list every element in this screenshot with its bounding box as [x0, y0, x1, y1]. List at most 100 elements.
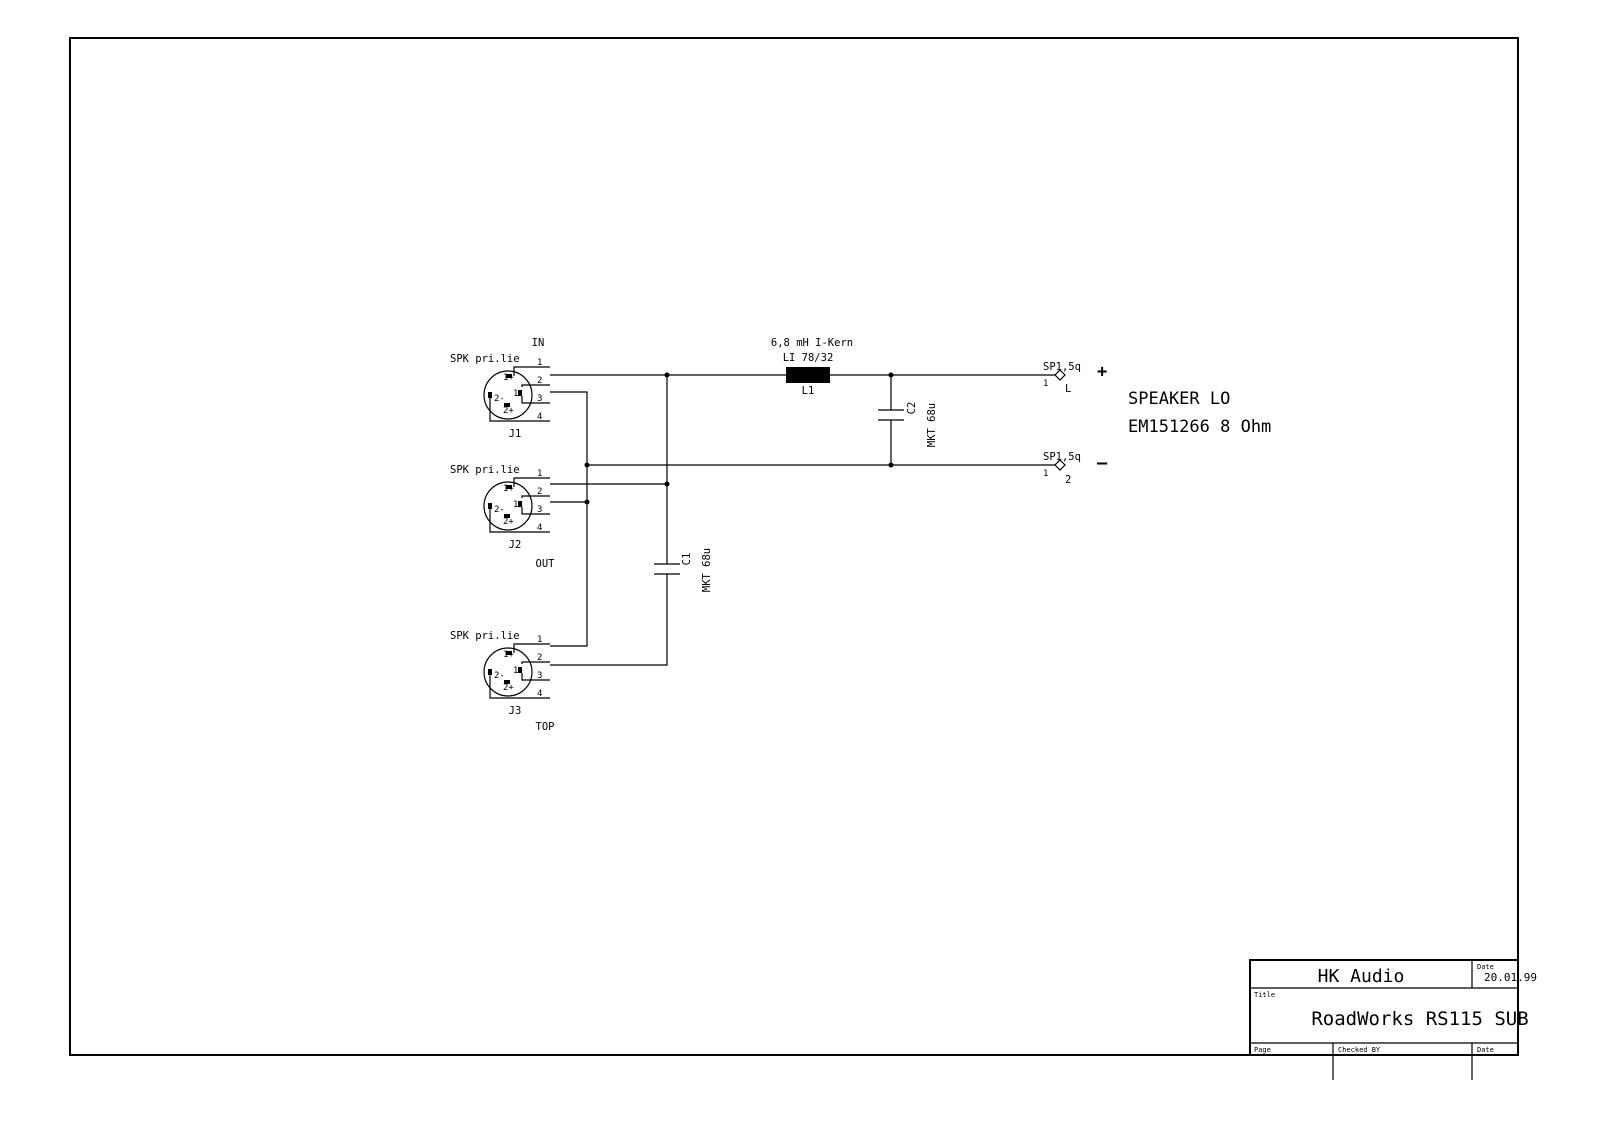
capacitor-c1-ref: C1	[681, 553, 693, 566]
connector-j3-type: SPK pri.lie	[450, 630, 520, 642]
wire-negative-bus	[550, 391, 588, 647]
connector-j2-inner-2m: 2-	[494, 505, 505, 515]
title-block-page-label: Page	[1254, 1046, 1271, 1054]
terminal-negative-pin: 1	[1043, 469, 1048, 479]
connector-j2-lead	[513, 477, 532, 487]
connector-j1-pin-1: 1	[537, 358, 542, 368]
junction-dot	[664, 372, 670, 378]
connector-j1-pin-marker	[504, 403, 510, 407]
title-block-border	[1249, 959, 1519, 1056]
connector-j2-inner-2p: 2+	[503, 517, 514, 527]
connector-j3-inner-1m: 1-	[513, 666, 524, 676]
connector-j2-pin-3: 3	[537, 505, 542, 515]
connector-j3-lead	[521, 661, 532, 664]
connector-j2-circle	[483, 481, 533, 531]
terminal-positive-polarity: +	[1097, 362, 1107, 382]
connector-j1-lead	[521, 384, 532, 387]
connector-j2-lead	[489, 509, 532, 533]
capacitor-c2: C2 MKT 68u	[878, 402, 938, 447]
terminal-positive-label: L	[1065, 383, 1071, 395]
connector-j3-ref: J3	[509, 705, 522, 717]
speaker-label-line2: EM151266 8 Ohm	[1128, 417, 1271, 437]
inductor-l1: 6,8 mH I-Kern LI 78/32 L1	[771, 337, 853, 397]
wire-c1-bottom	[550, 574, 668, 666]
speaker-terminal-positive: SP1,5q 1 L +	[1043, 361, 1107, 395]
title-block-title-label: Title	[1254, 991, 1275, 999]
connector-j1-ref: J1	[509, 428, 522, 440]
connector-j1-inner-1p: 1+	[503, 373, 514, 383]
connector-j1-pin-marker	[488, 392, 492, 398]
drawing-frame	[69, 37, 1519, 1056]
connector-j2-pin-1: 1	[537, 469, 542, 479]
connector-j3-circle	[483, 647, 533, 697]
speaker-terminal-negative: SP1,5q 1 2 –	[1043, 451, 1108, 486]
connector-j3-lead	[489, 675, 532, 699]
connector-j1-pin-3: 3	[537, 394, 542, 404]
capacitor-c1: C1 MKT 68u	[654, 548, 713, 592]
terminal-positive-diamond	[1054, 369, 1066, 381]
title-block-date-label: Date	[1477, 963, 1494, 971]
speaker-label-line1: SPEAKER LO	[1128, 389, 1230, 409]
terminal-negative-diamond	[1054, 459, 1066, 471]
connector-j3-lead	[513, 643, 532, 653]
connector-j1: 1+ 1- 2- 2+ 1 2 3 4 SPK pri.lie IN J1	[450, 337, 550, 440]
inductor-l1-value: 6,8 mH I-Kern	[771, 337, 853, 349]
connector-j1-inner-2p: 2+	[503, 406, 514, 416]
connector-j2-label: OUT	[536, 558, 556, 570]
connector-j1-pin-4: 4	[537, 412, 542, 422]
connector-j2: 1+ 1- 2- 2+ 1 2 3 4 SPK pri.lie OUT J2	[450, 464, 555, 570]
capacitor-c2-ref: C2	[906, 402, 918, 415]
junction-dot	[888, 462, 894, 468]
connector-j1-pin-marker	[506, 374, 512, 378]
connector-j2-pin-4: 4	[537, 523, 542, 533]
connector-j3-pin-3: 3	[537, 671, 542, 681]
connector-j1-label: IN	[532, 337, 545, 349]
connector-j1-lead	[513, 366, 532, 376]
connector-j3-inner-2m: 2-	[494, 671, 505, 681]
terminal-negative-polarity: –	[1097, 453, 1108, 473]
connector-j1-lead	[489, 398, 532, 422]
wiring	[550, 372, 1055, 666]
junction-dot	[664, 481, 670, 487]
connector-j2-lead	[521, 495, 532, 498]
connector-j1-inner-2m: 2-	[494, 394, 505, 404]
junction-dot	[584, 462, 590, 468]
connector-j3-inner-2p: 2+	[503, 683, 514, 693]
inductor-l1-part: LI 78/32	[783, 352, 834, 364]
connector-j3-pin-1: 1	[537, 635, 542, 645]
connector-j3-pin-4: 4	[537, 689, 542, 699]
title-block-date: 20.01.99	[1484, 971, 1537, 984]
capacitor-c1-value: MKT 68u	[701, 548, 713, 592]
capacitor-c2-value: MKT 68u	[926, 403, 938, 447]
title-block-title: RoadWorks RS115 SUB	[1311, 1008, 1528, 1030]
inductor-l1-body	[786, 367, 830, 383]
connector-j3-pin-2: 2	[537, 653, 542, 663]
junction-dot	[888, 372, 894, 378]
junction-dot	[584, 499, 590, 505]
connector-j2-type: SPK pri.lie	[450, 464, 520, 476]
connector-j3-pin-marker	[488, 669, 492, 675]
connector-j3-pin-marker	[518, 667, 522, 673]
inductor-l1-ref: L1	[802, 385, 815, 397]
connector-j2-inner-1p: 1+	[503, 484, 514, 494]
connector-j3-lead	[521, 673, 532, 681]
connector-j1-inner-1m: 1-	[513, 389, 524, 399]
title-block-checked-label: Checked BY	[1338, 1046, 1381, 1054]
terminal-positive-pin: 1	[1043, 379, 1048, 389]
terminal-negative-label: 2	[1065, 474, 1071, 486]
connector-j2-pin-2: 2	[537, 487, 542, 497]
connector-j2-lead	[521, 507, 532, 515]
connector-j1-type: SPK pri.lie	[450, 353, 520, 365]
title-block: HK Audio Date 20.01.99 Title RoadWorks R…	[1249, 959, 1537, 1080]
connector-j2-pin-marker	[488, 503, 492, 509]
connector-j2-pin-marker	[504, 514, 510, 518]
terminal-negative-type: SP1,5q	[1043, 451, 1081, 463]
connector-j2-pin-marker	[518, 501, 522, 507]
title-block-date2-label: Date	[1477, 1046, 1494, 1054]
title-block-company: HK Audio	[1318, 966, 1405, 987]
connector-j1-lead	[521, 396, 532, 404]
connector-j3-label: TOP	[536, 721, 555, 733]
connector-j3: 1+ 1- 2- 2+ 1 2 3 4 SPK pri.lie TOP J3	[450, 630, 554, 733]
connector-j2-pin-marker	[506, 485, 512, 489]
